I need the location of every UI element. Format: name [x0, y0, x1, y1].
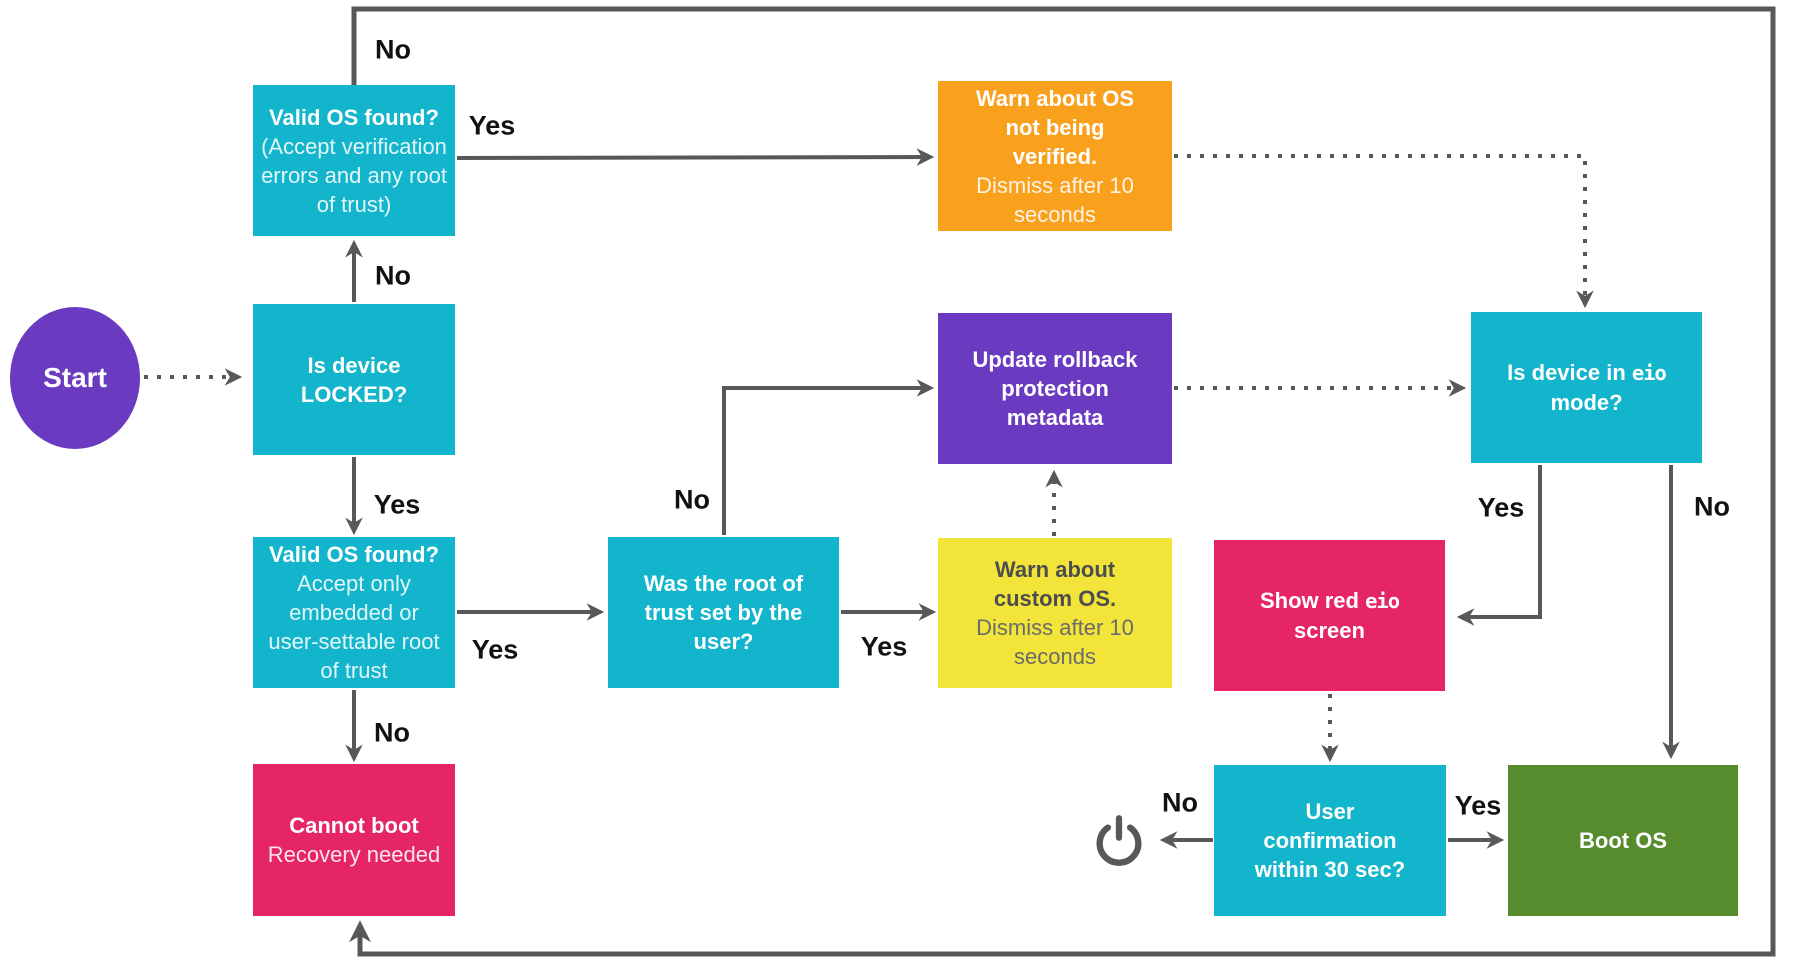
edge-label-conf-yes: Yes: [1454, 790, 1502, 821]
node-user-confirmation: User confirmation within 30 sec?: [1214, 765, 1446, 916]
node-title: Valid OS found?: [269, 542, 439, 567]
node-title: User confirmation within 30 sec?: [1254, 799, 1406, 882]
edge-label-eio-no: No: [1694, 491, 1730, 522]
edge-label-root-no: No: [674, 484, 710, 515]
node-valid-os-any: Valid OS found? (Accept verification err…: [253, 85, 455, 236]
node-title: Is device LOCKED?: [300, 352, 408, 407]
edge-label-root-yes: Yes: [860, 631, 908, 662]
node-subtitle: Dismiss after 10 seconds: [976, 172, 1134, 227]
edge-label-strict-yes: Yes: [471, 634, 519, 665]
node-was-root-of-trust-user: Was the root of trust set by the user?: [608, 537, 839, 688]
edge-label-validany-no: No: [375, 34, 411, 65]
node-subtitle: Dismiss after 10 seconds: [976, 615, 1134, 669]
edge-label-locked-no: No: [375, 260, 411, 291]
node-valid-os-strict: Valid OS found? Accept only embedded or …: [253, 537, 455, 688]
edge-label-strict-no: No: [374, 717, 410, 748]
start-node: Start: [10, 307, 140, 449]
node-title: Update rollback protection metadata: [972, 347, 1138, 430]
node-warn-os-not-verified: Warn about OS not being verified. Dismis…: [938, 81, 1172, 231]
node-title: Warn about OS not being verified.: [975, 85, 1135, 169]
node-title: Cannot boot: [289, 813, 419, 838]
node-title: Is device in eio mode?: [1507, 360, 1667, 415]
node-title: Warn about custom OS.: [993, 557, 1117, 611]
power-icon: [1090, 811, 1148, 871]
edge-validany-no-loop: [348, 6, 1776, 957]
edge-unverified-eio-dotted: [1174, 154, 1594, 309]
node-boot-os: Boot OS: [1508, 765, 1738, 916]
edge-root-no: [722, 379, 935, 535]
node-subtitle: (Accept verification errors and any root…: [261, 133, 447, 217]
edge-label-validany-yes: Yes: [468, 110, 516, 141]
node-is-device-in-eio-mode: Is device in eio mode?: [1471, 312, 1702, 463]
start-label: Start: [43, 362, 107, 393]
edge-label-conf-no: No: [1162, 787, 1198, 818]
edge-validany-yes: [456, 148, 935, 166]
node-title: Was the root of trust set by the user?: [643, 571, 804, 654]
edge-label-eio-yes: Yes: [1477, 492, 1525, 523]
node-title: Show red eio screen: [1259, 588, 1400, 643]
node-cannot-boot: Cannot boot Recovery needed: [253, 764, 455, 916]
node-subtitle: Recovery needed: [267, 842, 441, 867]
node-is-device-locked: Is device LOCKED?: [253, 304, 455, 455]
edge-label-locked-yes: Yes: [373, 489, 421, 520]
node-title: Boot OS: [1579, 828, 1667, 853]
node-subtitle: Accept only embedded or user-settable ro…: [268, 571, 440, 683]
node-warn-custom-os: Warn about custom OS. Dismiss after 10 s…: [938, 538, 1172, 688]
node-update-rollback-metadata: Update rollback protection metadata: [938, 313, 1172, 464]
edge-eio-yes: [1456, 465, 1542, 626]
node-show-red-eio-screen: Show red eio screen: [1214, 540, 1445, 691]
node-title: Valid OS found?: [269, 104, 439, 130]
